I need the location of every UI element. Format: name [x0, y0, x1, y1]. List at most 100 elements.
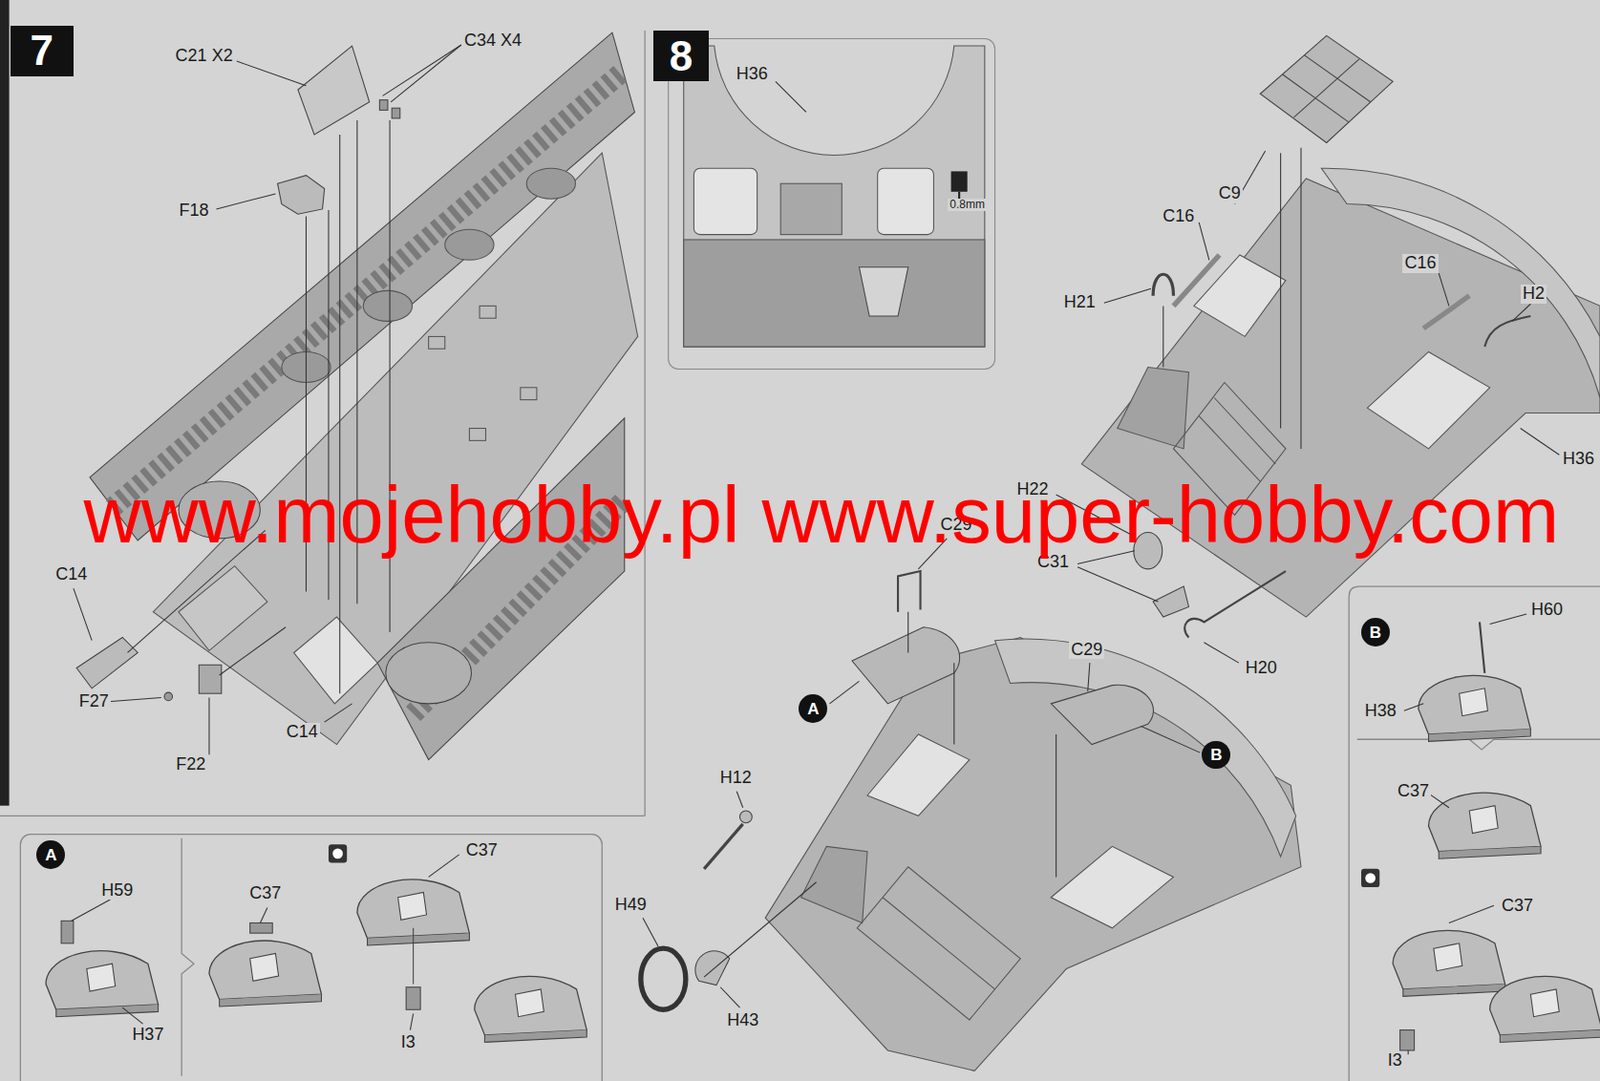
hatch-part [250, 922, 274, 934]
hatch-part [45, 951, 159, 1018]
leader-line [1490, 614, 1527, 625]
hull-underside [152, 152, 638, 745]
hull-underside [445, 229, 494, 260]
hull-part [1366, 351, 1490, 448]
leader-line [73, 588, 92, 640]
part-label: F27 [77, 692, 111, 712]
leader-line [236, 61, 307, 86]
marker-text: A [807, 701, 819, 718]
detail-inset [858, 267, 908, 317]
hull-part [995, 639, 1297, 857]
small-parts [277, 175, 325, 215]
hull-part [852, 627, 960, 704]
edge-bar [0, 0, 10, 807]
part-label: C37 [464, 841, 500, 861]
leader-line [71, 854, 460, 1031]
hull-part [867, 734, 970, 816]
watermark: www.mojehobby.pl www.super-hobby.com [84, 475, 1560, 555]
leader-line [389, 120, 391, 633]
hull-part [1173, 255, 1219, 306]
hatch-part [1400, 1030, 1415, 1051]
detail-inset [780, 183, 842, 235]
marker-text: 8 [669, 35, 693, 78]
leader-line [339, 134, 341, 694]
leader-line [642, 917, 659, 947]
leader-line [1449, 905, 1494, 923]
part-label: H36 [1560, 449, 1597, 470]
marker-text: B [1210, 746, 1222, 764]
hull-underside [520, 387, 537, 401]
subpanel-frame [1348, 586, 1600, 1081]
hull-part [1423, 296, 1470, 329]
part-label: C16 [1160, 207, 1196, 227]
hatch-part [412, 928, 414, 985]
hatch-part [1418, 675, 1532, 742]
leader-line [1162, 305, 1164, 367]
leader-line [215, 193, 276, 210]
step-number: 7 [10, 25, 74, 77]
small-parts [298, 45, 370, 135]
hull-underside [362, 290, 412, 321]
hatch-part [1365, 873, 1376, 884]
part-label: H43 [725, 1011, 761, 1031]
hull-part [882, 897, 996, 990]
detail-inset [877, 168, 935, 235]
part-label: H59 [99, 881, 135, 901]
leader-line [1520, 428, 1560, 456]
marker-text: 7 [30, 29, 54, 72]
part-label: I3 [399, 1033, 418, 1053]
detail-inset [668, 39, 996, 370]
hull-part [739, 810, 752, 824]
hull-part [695, 951, 730, 986]
hull-underside [294, 617, 379, 704]
part-label: C37 [1499, 896, 1536, 917]
hatch-part [1479, 621, 1485, 673]
hull-part [1050, 684, 1153, 745]
hatch-part [61, 920, 74, 943]
leader-line [720, 987, 740, 1008]
hatch-part [45, 844, 587, 1043]
leader-line [409, 1014, 413, 1031]
hatch-part [1392, 930, 1506, 997]
small-parts [76, 45, 401, 702]
hull-underside [428, 336, 446, 349]
part-label: H20 [1243, 659, 1280, 679]
hull-underside [385, 642, 472, 704]
leader-line [953, 662, 955, 745]
hull-part [765, 637, 1302, 1071]
hull-underside [178, 566, 268, 652]
leader-line [107, 697, 162, 702]
leader-line [736, 791, 743, 809]
panel-border [0, 30, 645, 816]
hull-part [1050, 846, 1174, 928]
leader-line [1104, 288, 1152, 303]
leader-line [428, 854, 460, 877]
leader-line [1408, 1050, 1409, 1055]
leader-line [1204, 642, 1239, 663]
detail-inset [683, 45, 985, 347]
hull-part [640, 948, 686, 1010]
leader-line [704, 882, 817, 978]
leader-line [1056, 148, 1560, 663]
part-label: C37 [1395, 782, 1431, 802]
hatch-part [1490, 976, 1600, 1043]
leader-line [1198, 222, 1210, 261]
leader-line [324, 704, 353, 723]
hull-underside [89, 32, 639, 760]
hull-part [1184, 571, 1286, 638]
part-label: H21 [1062, 293, 1098, 313]
subpanel-frame [181, 838, 194, 1077]
hull-underside [469, 428, 486, 442]
hull-part [1152, 586, 1189, 618]
leader-line [1088, 662, 1090, 692]
leader-line [383, 44, 462, 96]
hull-underside [479, 305, 496, 319]
hull-underside [526, 168, 576, 199]
hull-part [704, 824, 744, 870]
detail-inset [693, 168, 757, 235]
leader-line [208, 697, 210, 755]
hatch-part [1361, 621, 1600, 1051]
variant-marker: A [36, 840, 65, 870]
hatch-part [474, 976, 588, 1043]
